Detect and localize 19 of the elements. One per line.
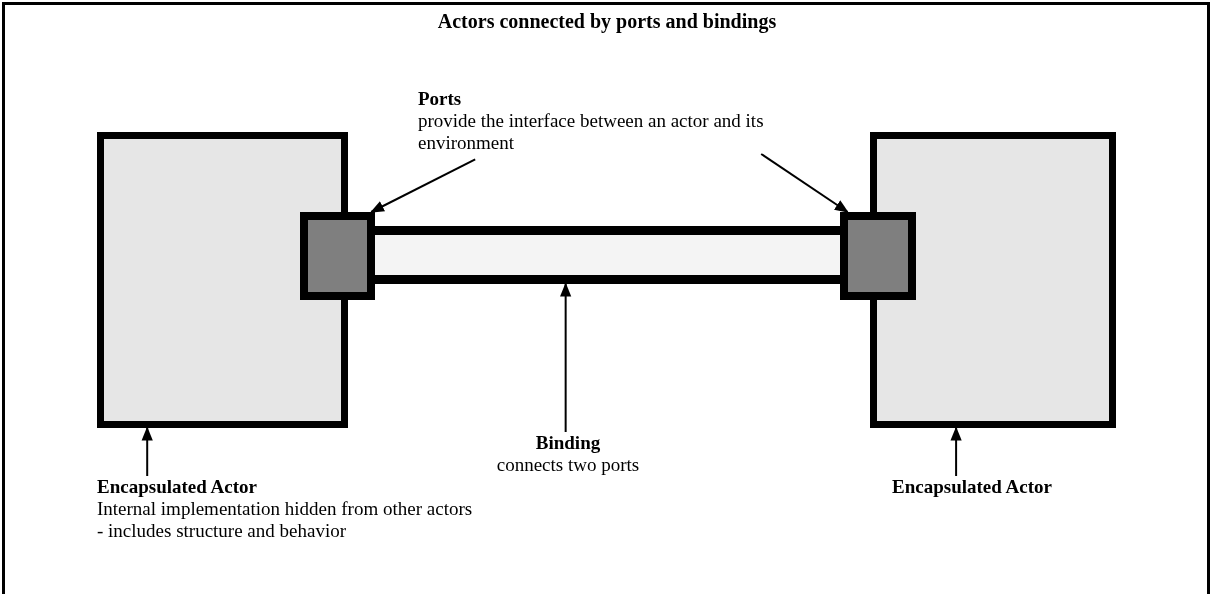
port-box [300, 212, 375, 300]
binding-bar [375, 226, 840, 284]
actor-box [97, 132, 348, 428]
callout-description: provide the interface between an actor and its environment [418, 110, 765, 154]
callout-heading: Encapsulated Actor [892, 476, 1052, 498]
leader-line [141, 426, 153, 477]
callout-description: connects two ports [496, 454, 640, 476]
callout-heading: Encapsulated Actor [97, 476, 258, 498]
callout-heading: Binding [534, 432, 602, 454]
callout-description: - includes structure and behavior [97, 520, 348, 542]
leader-line [950, 426, 962, 477]
callout-heading: Ports [418, 88, 463, 110]
leader-line [760, 153, 849, 213]
leader-line [560, 282, 572, 433]
callout-description: Internal implementation hidden from other actors [97, 498, 473, 520]
leader-line [370, 158, 477, 213]
diagram-title: Actors connected by ports and bindings [437, 10, 777, 32]
port-box [840, 212, 916, 300]
actor-box [870, 132, 1116, 428]
